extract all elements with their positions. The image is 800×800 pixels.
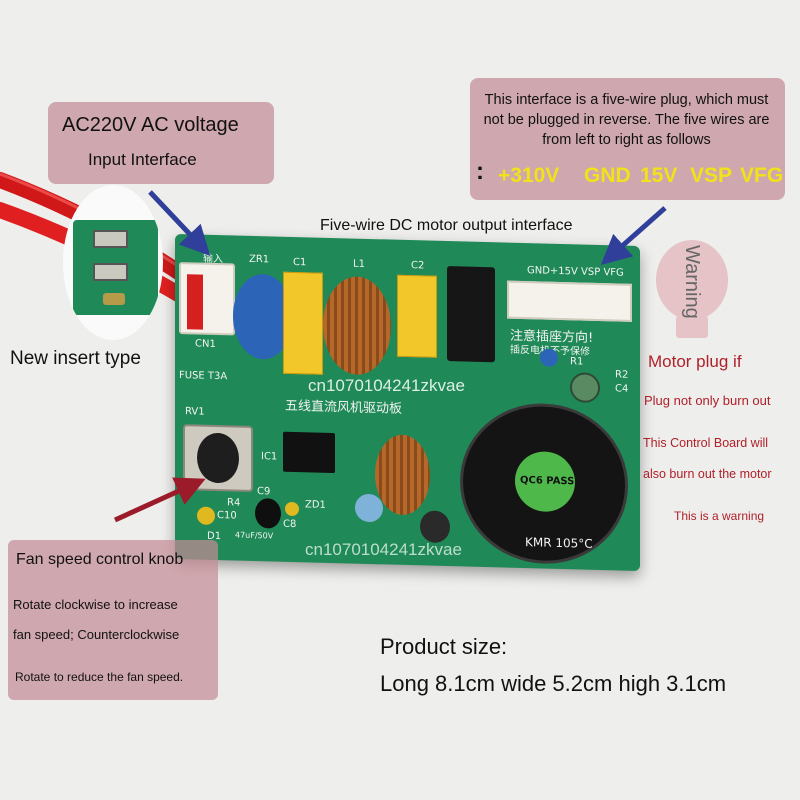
warning-line1: Plug not only burn out xyxy=(644,393,771,408)
knob-callout-line2: fan speed; Counterclockwise xyxy=(13,627,180,642)
warning-line3: also burn out the motor xyxy=(643,467,772,481)
warning-line4: This is a warning xyxy=(674,509,765,523)
pin-label-15v: 15V xyxy=(640,164,678,187)
pin-label-310v: +310V xyxy=(498,164,560,187)
knob-callout: Fan speed control knob Rotate clockwise … xyxy=(8,540,218,700)
plug-arrow xyxy=(600,206,667,265)
new-insert-label: New insert type xyxy=(10,348,141,369)
input-callout: AC220V AC voltage Input Interface xyxy=(48,102,274,184)
watermark-mid: cn1070104241zkvae xyxy=(308,376,465,395)
product-size-title: Product size: xyxy=(380,634,508,659)
input-arrow xyxy=(148,190,211,256)
plug-callout-colon: : xyxy=(476,158,484,185)
plug-callout: This interface is a five-wire plug, whic… xyxy=(470,78,785,200)
input-callout-line1: AC220V AC voltage xyxy=(62,114,239,136)
pin-label-vfg: VFG xyxy=(740,164,784,187)
inset-bolt xyxy=(103,293,125,305)
insert-type-inset xyxy=(63,185,163,340)
knob-arrow xyxy=(113,477,206,523)
knob-callout-title: Fan speed control knob xyxy=(16,551,184,568)
warning-title: Motor plug if xyxy=(648,352,742,371)
knob-callout-line3: Rotate to reduce the fan speed. xyxy=(15,670,184,684)
warning-line2: This Control Board will xyxy=(643,436,769,450)
product-size-value: Long 8.1cm wide 5.2cm high 3.1cm xyxy=(380,671,727,696)
pin-label-vsp: VSP xyxy=(690,164,733,187)
pin-label-gnd: GND xyxy=(584,164,631,187)
watermark-bottom: cn1070104241zkvae xyxy=(305,540,462,559)
warning-bulb-icon xyxy=(656,240,728,338)
warning-bulb-label: Warning xyxy=(681,245,703,319)
output-interface-label: Five-wire DC motor output interface xyxy=(320,217,573,234)
knob-callout-line1: Rotate clockwise to increase xyxy=(13,597,178,612)
input-callout-line2: Input Interface xyxy=(88,150,197,169)
inset-terminal-top xyxy=(93,230,128,248)
plug-callout-text: This interface is a five-wire plug, whic… xyxy=(483,92,770,148)
inset-terminal-bottom xyxy=(93,263,128,281)
